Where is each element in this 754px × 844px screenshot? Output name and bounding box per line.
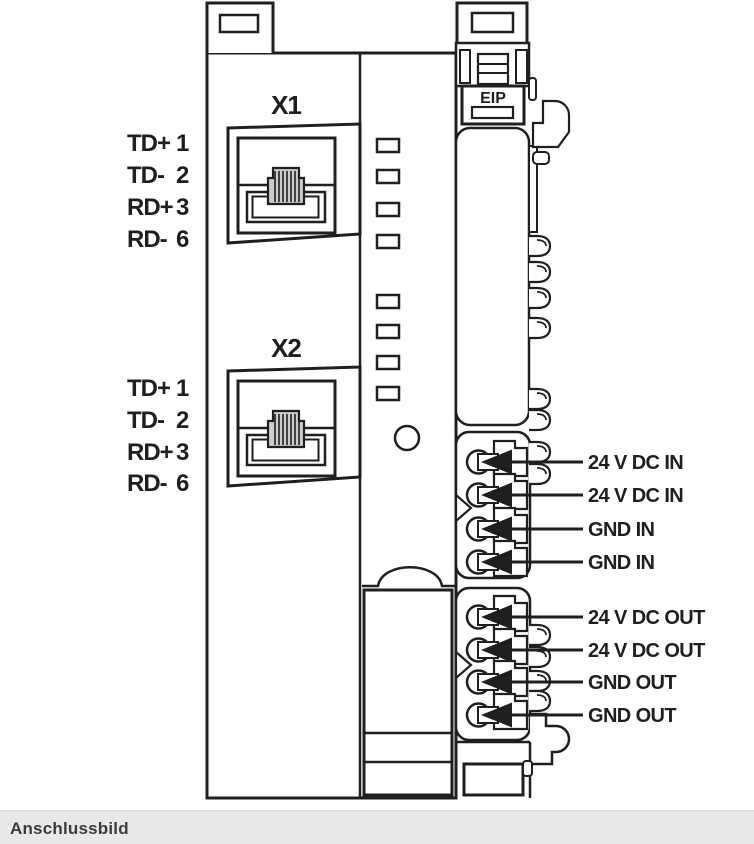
- pin-signal: RD+: [127, 194, 174, 221]
- pin-number: 2: [176, 407, 189, 434]
- terminal-prongs: [527, 440, 552, 713]
- column-foot: [456, 740, 533, 798]
- pin-signal: TD-: [127, 407, 165, 434]
- led-indicator: [375, 385, 401, 402]
- eip-badge-label: EIP: [480, 90, 506, 107]
- led-indicator: [375, 168, 401, 185]
- pin-signal: TD+: [127, 375, 171, 402]
- pinout-x2: TD+ 1 TD- 2 RD+ 3 RD- 6: [127, 375, 190, 497]
- block-notch-out: [454, 649, 473, 681]
- terminal-label: GND IN: [588, 519, 655, 541]
- terminal-label: GND IN: [588, 552, 655, 574]
- terminal-label: 24 V DC OUT: [588, 607, 705, 629]
- pin-number: 6: [176, 226, 189, 253]
- connection-diagram: EIP: [127, 1, 706, 800]
- pin-number: 1: [176, 375, 189, 402]
- bottom-hook: [530, 712, 571, 766]
- top-flag: [531, 99, 571, 149]
- terminal-label: GND OUT: [588, 672, 676, 694]
- pin-signal: RD-: [127, 470, 168, 497]
- pin-number: 1: [176, 130, 189, 157]
- mounting-tab-left: [205, 1, 275, 53]
- pin-signal: TD-: [127, 162, 165, 189]
- port-x1-label: X1: [271, 90, 301, 120]
- pin-signal: TD+: [127, 130, 171, 157]
- mounting-tab-right: [455, 1, 529, 43]
- caption-bar: Anschlussbild: [0, 810, 754, 844]
- module-face: [454, 126, 531, 427]
- pin-number: 3: [176, 194, 189, 221]
- led-column: [362, 137, 456, 797]
- lower-panel: [362, 566, 456, 797]
- terminal-label: 24 V DC IN: [588, 485, 683, 507]
- led-indicator: [375, 323, 401, 340]
- pin-signal: RD-: [127, 226, 168, 253]
- terminal-label: GND OUT: [588, 705, 676, 727]
- pinout-x1: TD+ 1 TD- 2 RD+ 3 RD- 6: [127, 130, 190, 253]
- rj45-port-x1: X1: [226, 90, 362, 245]
- pin-number: 6: [176, 470, 189, 497]
- figure-caption: Anschlussbild: [10, 819, 129, 838]
- pin-signal: RD+: [127, 439, 174, 466]
- port-x2-label: X2: [271, 333, 301, 363]
- led-indicator: [375, 201, 401, 218]
- led-indicator: [375, 233, 401, 250]
- pin-number: 3: [176, 439, 189, 466]
- led-indicator: [375, 293, 401, 310]
- led-indicator: [375, 137, 401, 154]
- service-button: [393, 424, 421, 452]
- rj45-port-x2: X2: [226, 333, 362, 488]
- eip-badge: EIP: [460, 84, 526, 126]
- pin-number: 2: [176, 162, 189, 189]
- top-flag-tab: [532, 151, 550, 165]
- block-notch-in: [454, 492, 473, 524]
- terminal-label: 24 V DC IN: [588, 452, 683, 474]
- terminal-label: 24 V DC OUT: [588, 640, 705, 662]
- bus-contacts: [527, 234, 552, 432]
- led-indicator: [375, 354, 401, 371]
- power-terminals: 24 V DC IN 24 V DC IN GND IN GND IN 24 V…: [465, 439, 706, 731]
